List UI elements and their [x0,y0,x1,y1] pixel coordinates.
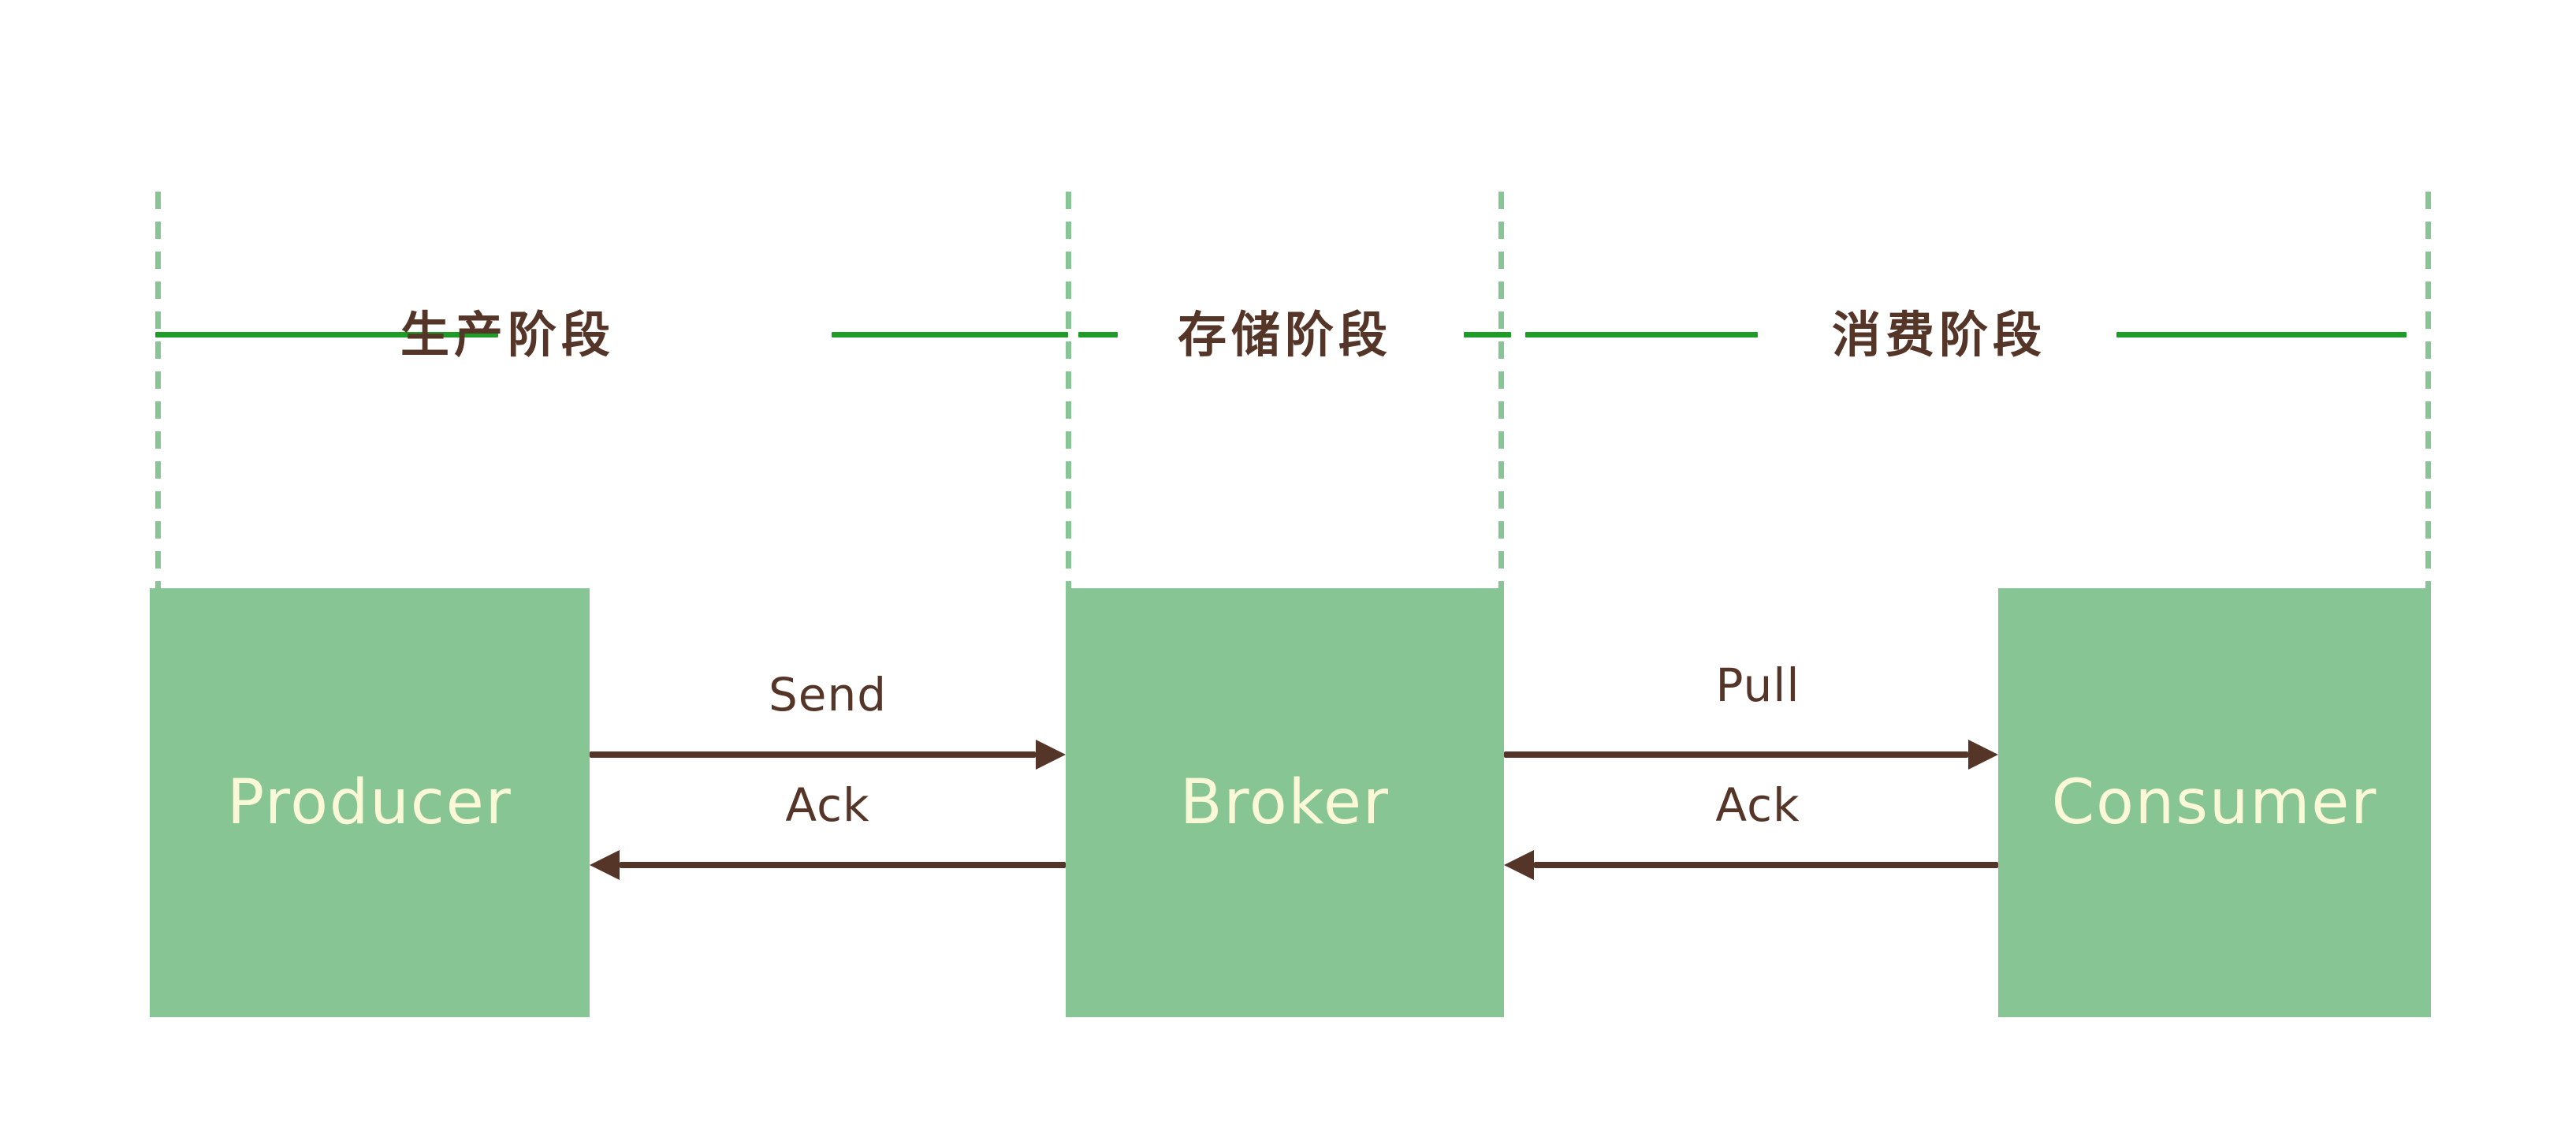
stage-rule-produce-a [155,332,498,337]
lifeline-consumer-right [2425,192,2431,625]
node-producer[interactable]: Producer [150,588,590,1017]
message-label-send: Send [768,668,888,722]
message-line-producer-ack [620,862,1066,868]
arrowhead-producer-ack [590,850,620,880]
message-label-pull: Pull [1715,658,1800,712]
stage-rule-store-b [1464,332,1511,337]
stage-label-store: 存储阶段 [1177,306,1393,364]
lifeline-broker-right [1498,192,1504,595]
stage-rule-consume-b [2116,332,2407,337]
arrowhead-consumer-ack [1504,850,1534,880]
node-broker-label: Broker [1179,767,1390,838]
lifeline-broker-left [1066,192,1071,595]
stage-rule-produce-b [832,332,1068,337]
message-line-consumer-ack [1534,862,1998,868]
stage-rule-consume-a [1525,332,1758,337]
arrowhead-send [1036,740,1066,770]
stage-label-consume: 消费阶段 [1831,306,2047,364]
node-broker[interactable]: Broker [1066,588,1504,1017]
lifeline-producer-left [155,192,161,595]
message-line-send [590,751,1036,758]
node-consumer[interactable]: Consumer [1998,588,2431,1017]
stage-rule-store-a [1078,332,1118,337]
node-consumer-label: Consumer [2051,767,2378,838]
stage-label-produce: 生产阶段 [400,306,616,364]
message-label-producer-ack: Ack [785,778,870,832]
message-label-consumer-ack: Ack [1715,778,1800,832]
arrowhead-pull [1968,740,1998,770]
message-line-pull [1504,751,1968,758]
node-producer-label: Producer [227,767,512,838]
